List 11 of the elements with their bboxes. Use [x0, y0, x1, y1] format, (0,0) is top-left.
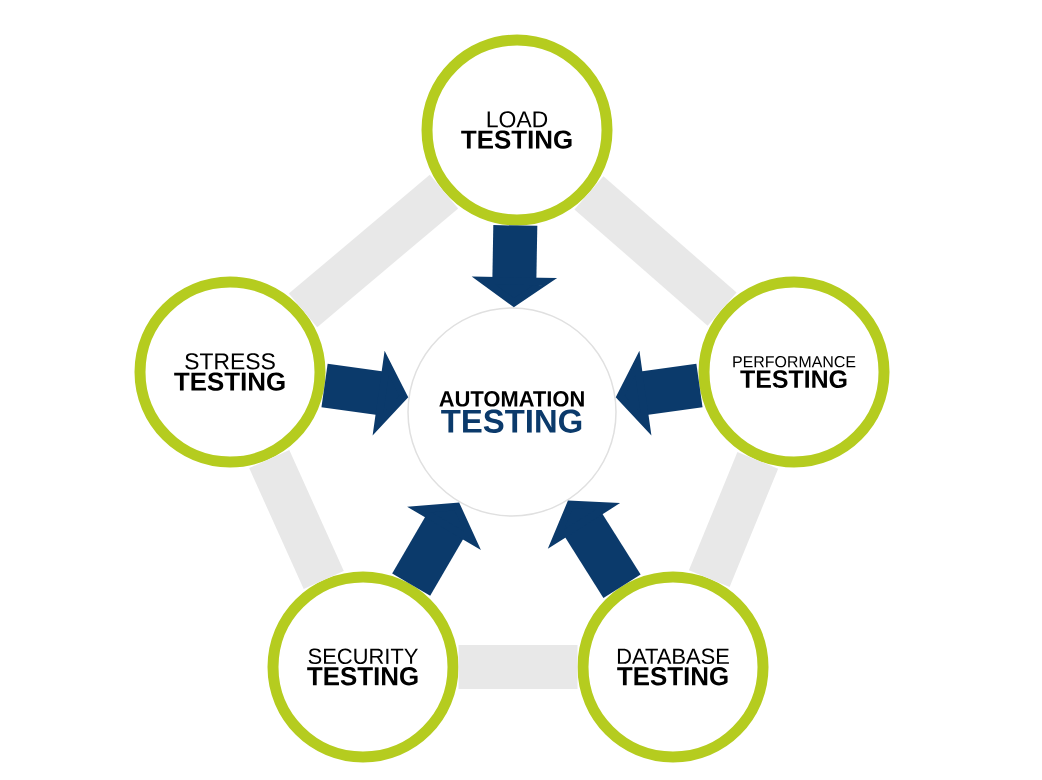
circle-node: STRESS TESTING: [134, 276, 326, 468]
circle-node: LOAD TESTING: [421, 34, 613, 226]
circle-node: DATABASE TESTING: [577, 571, 769, 763]
connector-band: [574, 176, 737, 326]
connector-band: [288, 174, 459, 328]
connector-band: [688, 452, 779, 587]
circle-node: PERFORMANCE TESTING: [698, 276, 890, 468]
connector-band: [458, 645, 578, 689]
circle-node: SECURITY TESTING: [267, 571, 459, 763]
arrow: [547, 500, 641, 598]
connector-band: [249, 450, 344, 589]
